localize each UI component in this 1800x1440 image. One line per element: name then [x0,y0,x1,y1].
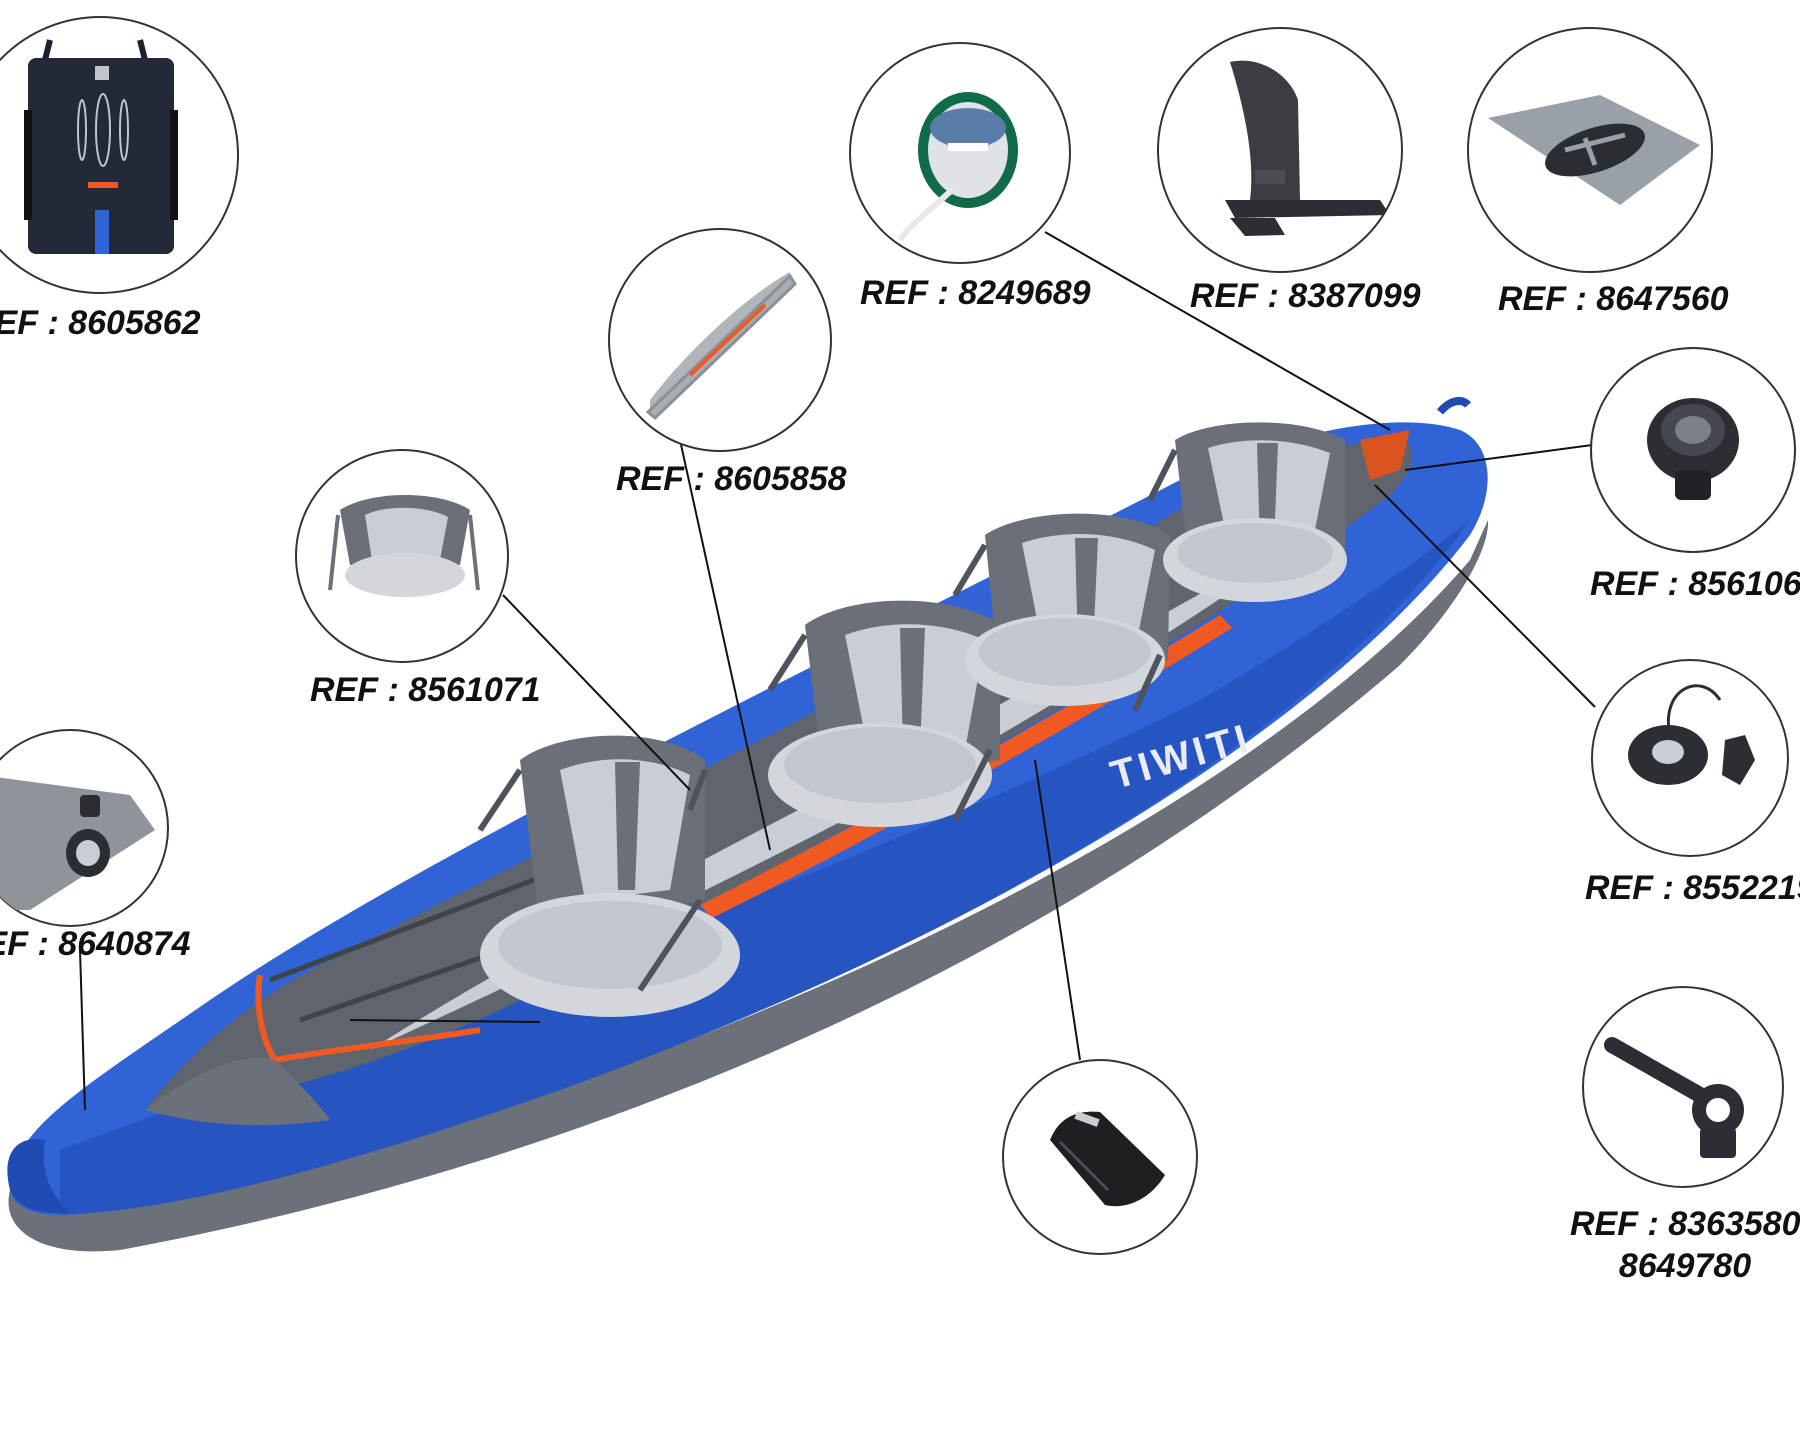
floor-panel-icon [645,272,797,421]
line-spool-icon [897,92,1018,242]
kayak-stern-handle [1436,396,1472,415]
strap-icon [1050,1111,1165,1207]
leader-line-bow [349,1019,541,1023]
ref-label-inflation-valve: REF : 8552219 [1585,869,1800,907]
ref-label-floor-panel: REF : 8605858 [616,460,847,498]
leader-line-spool [1044,231,1391,431]
valve-patch-icon [0,775,155,910]
carry-bag-icon [24,39,178,254]
ref-label-spare-line: REF : 8249689 [860,274,1091,312]
ref-label-valve: REF : 8561069 [1590,565,1800,603]
kayak-seat-2 [768,600,1000,827]
callout-floor-panel [608,228,832,452]
fin-patch-icon [1488,95,1700,205]
kayak-illustration: TIWITI [7,396,1489,1252]
seat-icon [328,495,480,597]
kayak-bow-patch [145,1057,330,1126]
ref-label-fin: REF : 8387099 [1190,277,1421,315]
kayak-seat-straps [477,448,1178,992]
kayak-stern-trim [1360,430,1410,480]
leader-lines [79,231,1596,1111]
kayak-seat-1 [480,735,740,1017]
leader-line-inflation-valve [1374,484,1596,708]
fin-icon [1225,60,1390,236]
inflation-valve-icon [1628,684,1755,785]
callout-seat [295,449,509,663]
callout-fin [1157,27,1403,273]
callout-spare-line [849,42,1071,264]
leader-line-valve-patch [79,949,86,1111]
callout-valve-wrench [1582,986,1784,1188]
ref-label-valve-wrench-line2: 8649780 [1618,1247,1752,1285]
callout-carry-bag [0,16,239,294]
ref-label-valve-patch: REF : 8640874 [0,925,191,963]
callout-valve [1590,347,1796,553]
leader-line-valve [1404,444,1593,471]
kayak-bow-trim [255,974,481,1064]
callout-strap [1002,1059,1198,1255]
valve-icon [1647,398,1739,500]
leader-line-floor [679,439,771,851]
callout-fin-mount-patch [1467,27,1713,273]
ref-label-fin-mount-patch: REF : 8647560 [1498,280,1729,318]
callout-valve-patch [0,729,169,927]
wrench-icon [1604,1037,1744,1158]
ref-label-carry-bag: REF : 8605862 [0,304,201,342]
ref-label-valve-wrench-line1: REF : 8363580 [1570,1205,1800,1243]
kayak-seat-3 [965,513,1170,706]
kayak-bow [7,1139,70,1214]
kayak-seat-4 [1163,422,1347,602]
ref-label-valve-wrench: REF : 8363580 8649780 [1570,1207,1800,1283]
leader-line-strap [1034,759,1081,1061]
leader-line-seat [502,594,691,791]
callout-inflation-valve [1591,659,1789,857]
ref-label-seat: REF : 8561071 [310,671,541,709]
